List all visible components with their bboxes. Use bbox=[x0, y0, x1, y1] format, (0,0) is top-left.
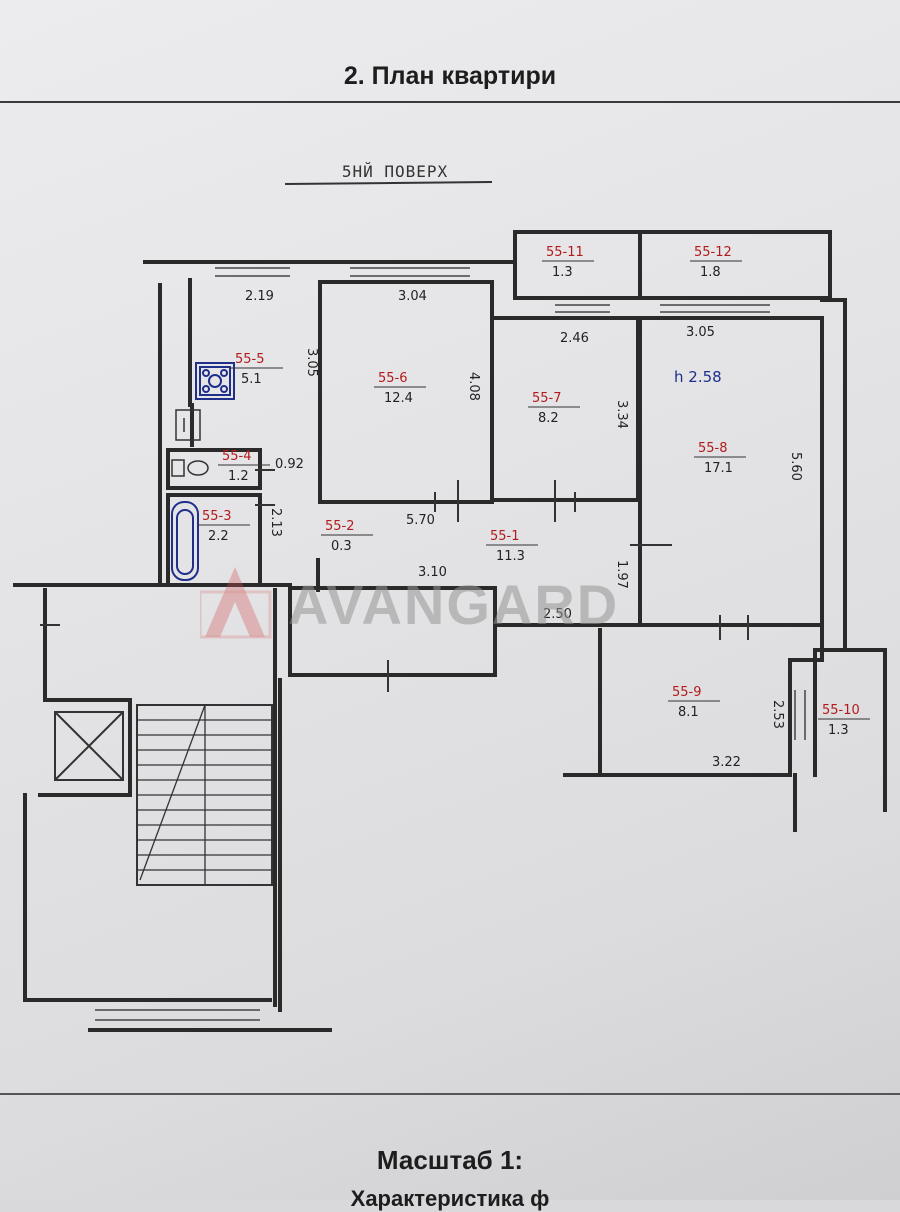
room-code: 55-7 bbox=[532, 391, 562, 406]
dimension-label: 5.60 bbox=[788, 452, 803, 481]
room-code: 55-9 bbox=[672, 685, 702, 700]
room-area: 1.2 bbox=[228, 469, 249, 484]
scale-label: Масштаб 1: bbox=[376, 1145, 524, 1175]
room-area: 2.2 bbox=[208, 529, 229, 544]
room-area: 12.4 bbox=[384, 391, 413, 406]
walls bbox=[13, 230, 887, 1032]
dimension-label: 2.50 bbox=[543, 607, 572, 622]
room-area: 17.1 bbox=[704, 461, 733, 476]
dimension-label: 3.22 bbox=[712, 755, 741, 770]
room-code: 55-3 bbox=[202, 509, 232, 524]
dimension-label: 0.92 bbox=[275, 457, 304, 472]
dimension-label: 3.04 bbox=[398, 289, 427, 304]
room-code: 55-1 bbox=[490, 529, 520, 544]
dimension-label: 2.46 bbox=[560, 331, 589, 346]
room-code: 55-12 bbox=[694, 245, 732, 260]
dimension-label: 4.08 bbox=[466, 372, 481, 401]
floor-label: 5НЙ ПОВЕРХ bbox=[341, 162, 449, 181]
dimension-label: 1.97 bbox=[614, 560, 629, 589]
dimension-label: 3.10 bbox=[418, 565, 447, 580]
characteristics-heading: Характеристика ф bbox=[350, 1186, 550, 1211]
stair-treads bbox=[136, 704, 273, 886]
room-area: 11.3 bbox=[496, 549, 525, 564]
dimension-label: 5.70 bbox=[406, 513, 435, 528]
room-area: 8.2 bbox=[538, 411, 559, 426]
boiler-icon bbox=[195, 362, 235, 400]
floor-label-underline bbox=[284, 181, 493, 185]
door-marks bbox=[40, 469, 749, 692]
room-area: 1.3 bbox=[828, 723, 849, 738]
dimension-labels: 2.19 3.04 2.46 3.05 3.05 4.08 3.34 5.60 0.92 2.13… bbox=[245, 289, 803, 770]
dimension-label: 3.05 bbox=[686, 325, 715, 340]
sink-icon bbox=[175, 409, 201, 441]
room-code: 55-6 bbox=[378, 371, 408, 386]
height-note: h 2.58 bbox=[674, 368, 722, 386]
dimension-label: 3.05 bbox=[304, 348, 319, 377]
room-area: 5.1 bbox=[241, 372, 262, 387]
room-code: 55-11 bbox=[546, 245, 584, 260]
title-divider bbox=[0, 101, 900, 103]
room-area: 1.3 bbox=[552, 265, 573, 280]
dimension-label: 2.13 bbox=[268, 508, 283, 537]
bathtub-icon bbox=[171, 501, 199, 581]
room-area: 1.8 bbox=[700, 265, 721, 280]
footer-divider bbox=[0, 1093, 900, 1095]
room-code: 55-8 bbox=[698, 441, 728, 456]
dimension-label: 3.34 bbox=[614, 400, 629, 429]
toilet-icon bbox=[171, 459, 209, 477]
watermark-text: AVANGARD bbox=[288, 573, 620, 636]
dimension-label: 2.53 bbox=[770, 700, 785, 729]
room-area: 8.1 bbox=[678, 705, 699, 720]
dimension-label: 2.19 bbox=[245, 289, 274, 304]
room-code: 55-2 bbox=[325, 519, 355, 534]
page-title: 2. План квартири bbox=[343, 62, 557, 90]
watermark-logo bbox=[200, 567, 272, 639]
room-code: 55-4 bbox=[222, 449, 252, 464]
room-code: 55-10 bbox=[822, 703, 860, 718]
room-area: 0.3 bbox=[331, 539, 352, 554]
elevator-shaft bbox=[54, 711, 124, 781]
room-code: 55-5 bbox=[235, 352, 265, 367]
windows bbox=[95, 267, 806, 1021]
